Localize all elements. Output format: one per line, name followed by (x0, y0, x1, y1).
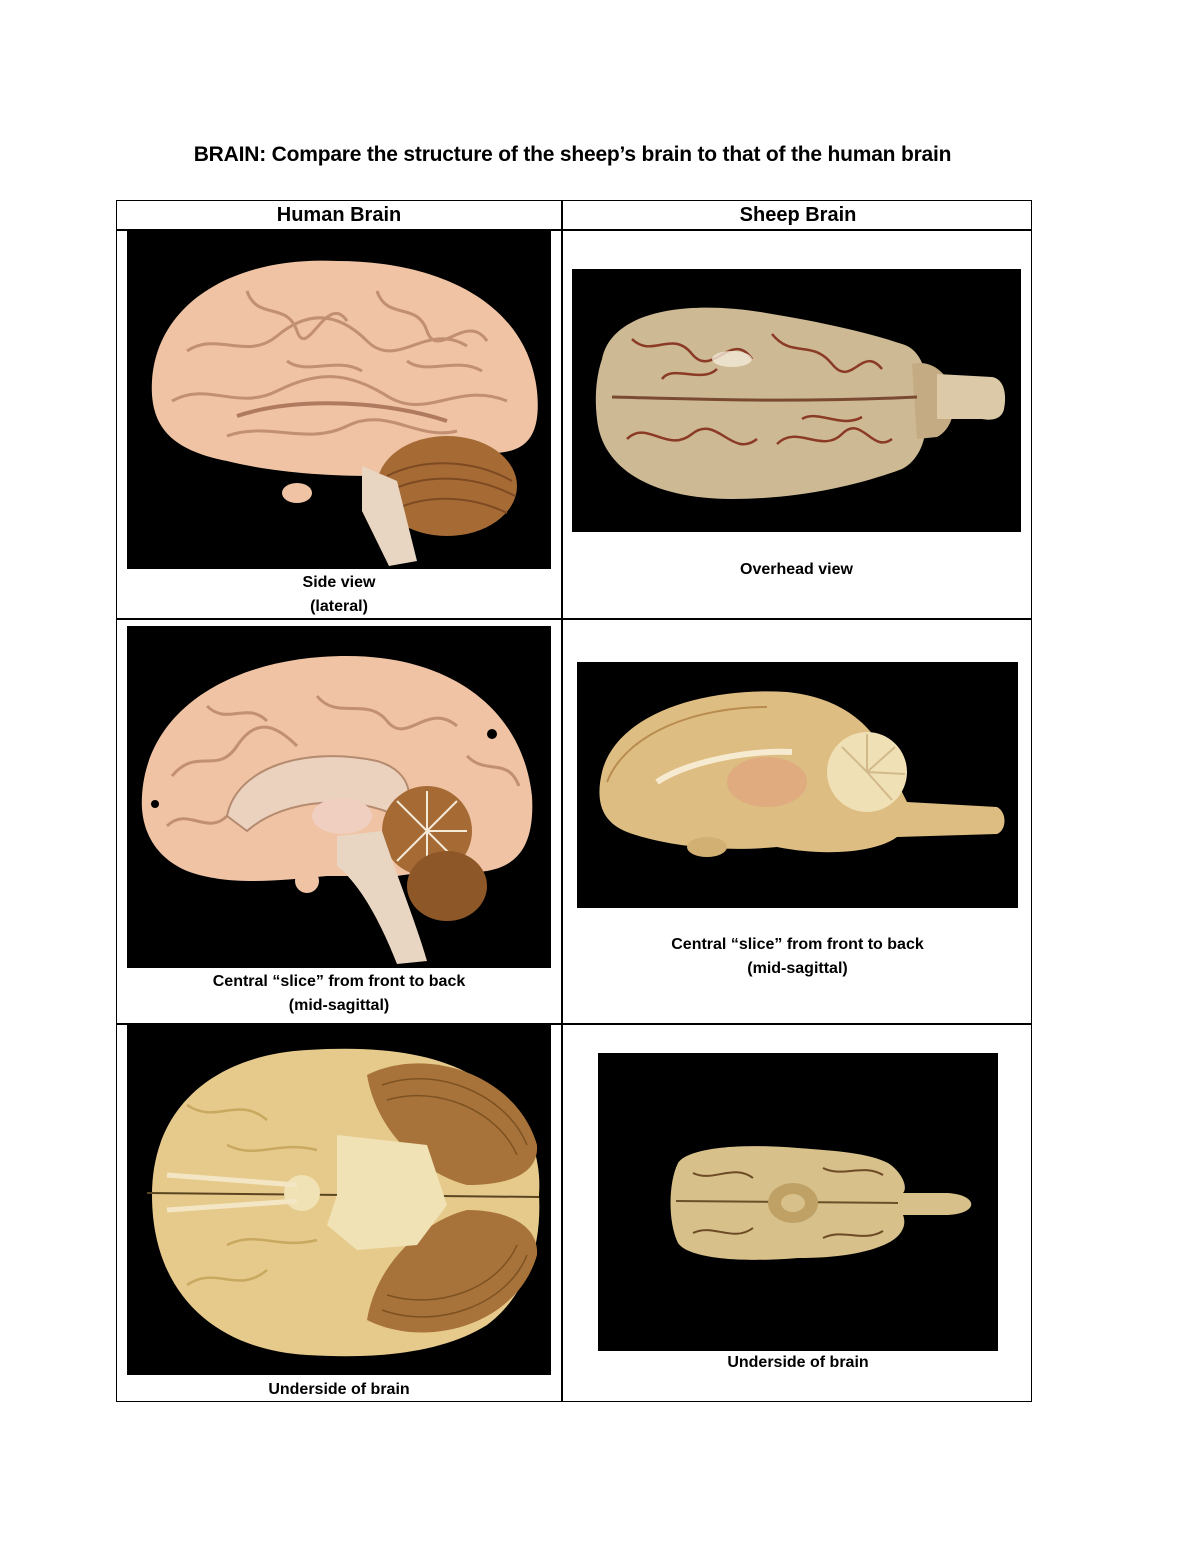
sheep-underside-caption: Underside of brain (598, 1351, 998, 1375)
human-underside-caption: Underside of brain (127, 1378, 551, 1402)
caption-line: Overhead view (740, 561, 853, 578)
header-divider (117, 229, 1031, 231)
caption-line: (lateral) (310, 598, 368, 615)
caption-line: (mid-sagittal) (288, 997, 390, 1014)
row-divider (117, 1023, 1031, 1025)
sheep-brain-underside-photo (598, 1053, 998, 1351)
caption-line: Side view (302, 574, 376, 591)
human-brain-side-view-photo (127, 231, 551, 569)
caption-line: (mid-sagittal) (747, 960, 848, 977)
human-midsagittal-caption: Central “slice” from front to back (mid-… (127, 970, 551, 1018)
caption-line: Underside of brain (268, 1381, 410, 1398)
row-divider (117, 618, 1031, 620)
sheep-brain-overhead-photo (572, 269, 1021, 532)
sheep-brain-midsagittal-photo (577, 662, 1018, 908)
comparison-table: Human Brain Sheep Brain (116, 200, 1032, 1402)
sheep-overhead-caption: Overhead view (572, 558, 1021, 582)
human-brain-underside-photo (127, 1025, 551, 1375)
sheep-midsagittal-caption: Central “slice” from front to back (mid-… (577, 933, 1018, 981)
page-title: BRAIN: Compare the structure of the shee… (193, 143, 952, 166)
caption-line: Central “slice” from front to back (671, 936, 924, 953)
human-brain-midsagittal-photo (127, 626, 551, 968)
caption-line: Central “slice” from front to back (212, 973, 466, 990)
human-brain-header: Human Brain (276, 204, 402, 226)
human-side-view-caption: Side view (lateral) (127, 571, 551, 619)
sheep-brain-header: Sheep Brain (739, 204, 857, 226)
caption-line: Underside of brain (727, 1354, 869, 1371)
column-divider (561, 201, 563, 1401)
